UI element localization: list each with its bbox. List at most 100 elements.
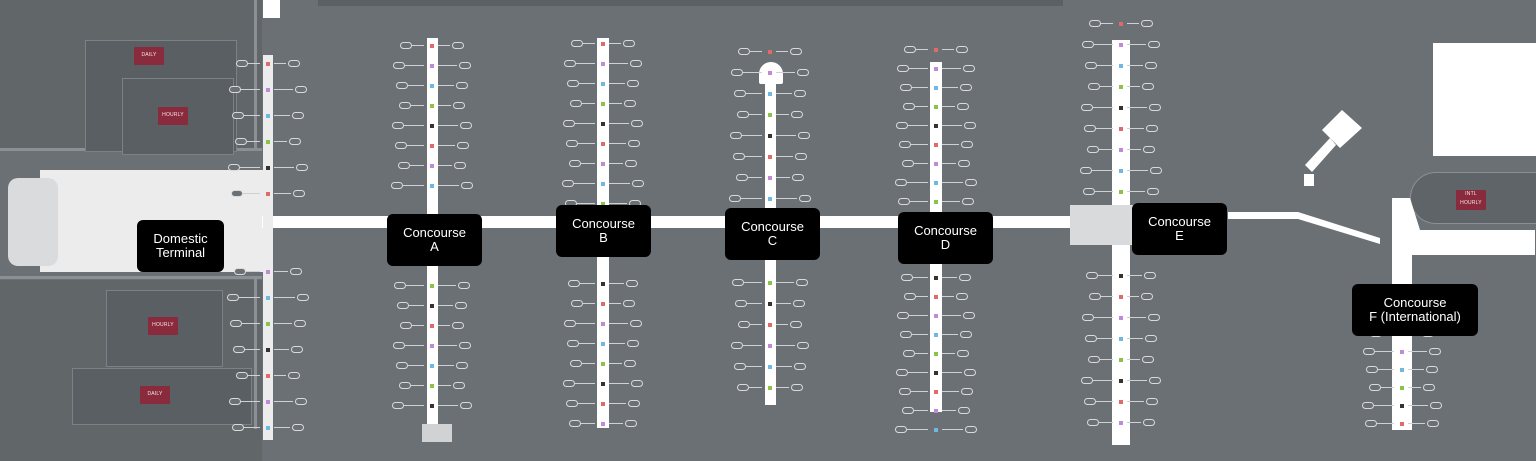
gate-marker-a[interactable] [459,62,471,69]
gate-marker-e[interactable] [1086,272,1098,279]
gate-marker-b[interactable] [624,100,636,107]
gate-marker-terminal[interactable] [236,372,248,379]
gate-marker-a[interactable] [453,382,465,389]
gate-marker-d[interactable] [958,407,970,414]
gate-marker-b[interactable] [632,180,644,187]
gate-marker-b[interactable] [563,380,575,387]
gate-marker-c[interactable] [736,174,748,181]
label-concourse-c[interactable]: Concourse C [725,208,820,260]
gate-marker-c[interactable] [792,174,804,181]
gate-marker-d[interactable] [958,160,970,167]
gate-marker-b[interactable] [571,40,583,47]
gate-marker-e[interactable] [1143,419,1155,426]
gate-marker-b[interactable] [567,340,579,347]
gate-marker-b[interactable] [623,40,635,47]
gate-marker-b[interactable] [564,320,576,327]
gate-marker-b[interactable] [626,280,638,287]
gate-marker-b[interactable] [627,340,639,347]
gate-marker-a[interactable] [459,342,471,349]
gate-marker-terminal[interactable] [229,86,241,93]
gate-marker-b[interactable] [628,140,640,147]
gate-marker-c[interactable] [797,342,809,349]
gate-marker-a[interactable] [458,282,470,289]
gate-marker-a[interactable] [454,162,466,169]
gate-marker-a[interactable] [456,82,468,89]
gate-marker-terminal[interactable] [296,164,308,171]
gate-marker-d[interactable] [961,388,973,395]
gate-marker-d[interactable] [964,369,976,376]
gate-marker-a[interactable] [395,142,407,149]
gate-marker-e[interactable] [1089,293,1101,300]
gate-marker-d[interactable] [897,65,909,72]
gate-marker-a[interactable] [392,402,404,409]
gate-marker-f[interactable] [1365,420,1377,427]
gate-marker-a[interactable] [393,342,405,349]
gate-marker-d[interactable] [902,407,914,414]
label-concourse-b[interactable]: Concourse B [556,205,651,257]
gate-marker-e[interactable] [1149,104,1161,111]
gate-marker-b[interactable] [623,300,635,307]
gate-marker-d[interactable] [898,198,910,205]
gate-marker-a[interactable] [396,362,408,369]
gate-marker-f[interactable] [1362,402,1374,409]
gate-marker-c[interactable] [730,132,742,139]
gate-marker-f[interactable] [1363,348,1375,355]
gate-marker-d[interactable] [965,179,977,186]
gate-marker-b[interactable] [627,80,639,87]
gate-marker-terminal[interactable] [232,112,244,119]
gate-marker-e[interactable] [1141,293,1153,300]
gate-marker-b[interactable] [566,140,578,147]
gate-marker-c[interactable] [734,90,746,97]
gate-marker-terminal[interactable] [234,268,246,275]
gate-marker-d[interactable] [897,312,909,319]
gate-marker-e[interactable] [1081,377,1093,384]
gate-marker-d[interactable] [963,65,975,72]
gate-marker-c[interactable] [737,111,749,118]
gate-marker-c[interactable] [797,69,809,76]
gate-marker-f[interactable] [1427,420,1439,427]
gate-marker-d[interactable] [960,84,972,91]
gate-marker-e[interactable] [1085,335,1097,342]
gate-marker-a[interactable] [455,302,467,309]
gate-marker-f[interactable] [1429,348,1441,355]
gate-marker-e[interactable] [1088,83,1100,90]
gate-marker-e[interactable] [1083,188,1095,195]
gate-marker-c[interactable] [790,48,802,55]
gate-marker-e[interactable] [1147,188,1159,195]
gate-marker-terminal[interactable] [295,86,307,93]
gate-marker-a[interactable] [392,122,404,129]
gate-marker-f[interactable] [1369,384,1381,391]
gate-marker-e[interactable] [1145,335,1157,342]
gate-marker-c[interactable] [735,300,747,307]
gate-marker-f[interactable] [1430,402,1442,409]
gate-marker-d[interactable] [956,46,968,53]
gate-marker-b[interactable] [631,120,643,127]
gate-marker-b[interactable] [630,60,642,67]
label-concourse-d[interactable]: Concourse D [898,212,993,264]
gate-marker-c[interactable] [791,111,803,118]
gate-marker-b[interactable] [625,160,637,167]
gate-marker-b[interactable] [628,400,640,407]
gate-marker-terminal[interactable] [233,346,245,353]
gate-marker-b[interactable] [566,400,578,407]
gate-marker-c[interactable] [732,279,744,286]
gate-marker-d[interactable] [901,274,913,281]
gate-marker-a[interactable] [399,102,411,109]
gate-marker-e[interactable] [1145,62,1157,69]
gate-marker-d[interactable] [900,331,912,338]
gate-marker-e[interactable] [1087,419,1099,426]
gate-marker-a[interactable] [452,322,464,329]
gate-marker-d[interactable] [962,198,974,205]
gate-marker-terminal[interactable] [292,424,304,431]
gate-marker-c[interactable] [729,195,741,202]
gate-marker-d[interactable] [899,141,911,148]
gate-marker-terminal[interactable] [290,268,302,275]
gate-marker-c[interactable] [793,300,805,307]
label-concourse-a[interactable]: Concourse A [387,214,482,266]
gate-marker-terminal[interactable] [291,346,303,353]
label-domestic-terminal[interactable]: Domestic Terminal [137,220,224,272]
gate-marker-a[interactable] [393,62,405,69]
gate-marker-f[interactable] [1366,366,1378,373]
gate-marker-b[interactable] [631,380,643,387]
gate-marker-terminal[interactable] [289,138,301,145]
